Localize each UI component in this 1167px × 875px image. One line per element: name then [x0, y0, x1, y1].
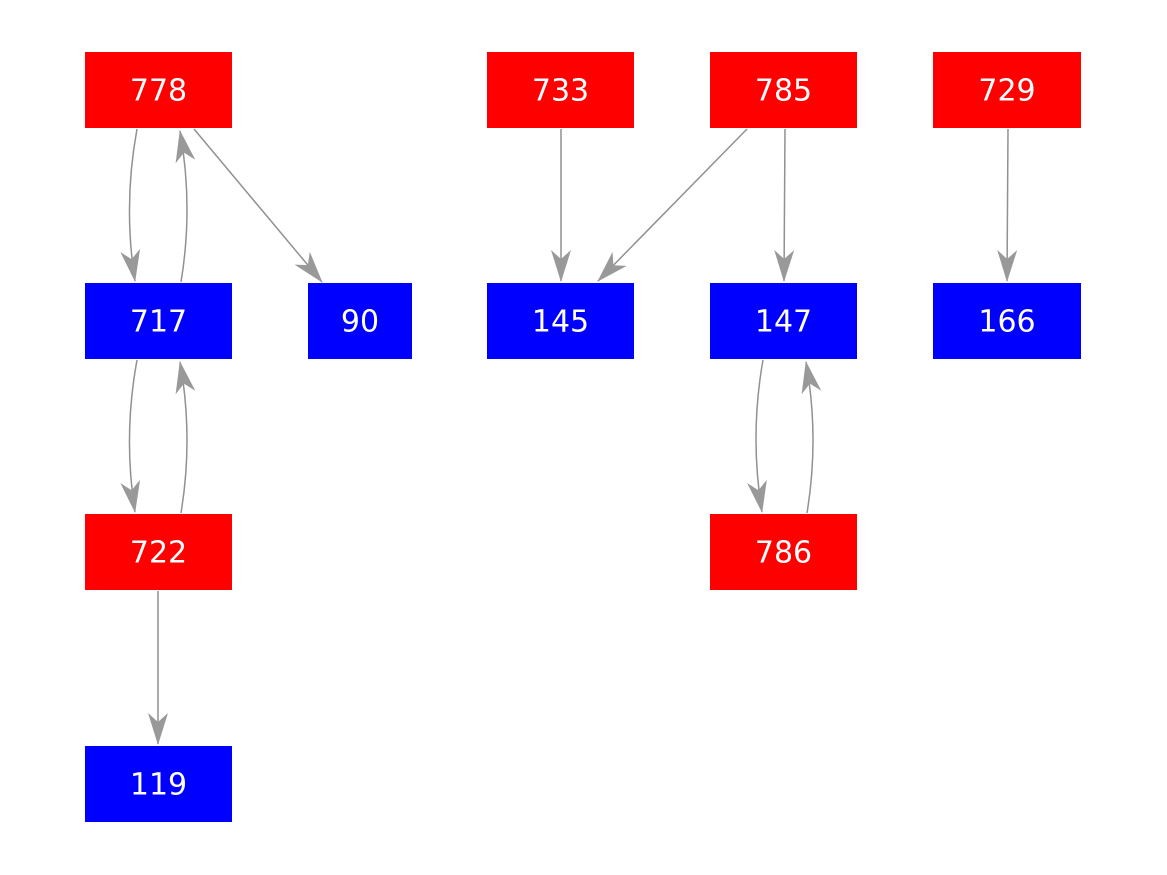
node-box	[487, 283, 634, 359]
edge-729-166	[997, 128, 1018, 282]
node-778: 778	[85, 52, 232, 128]
node-label: 717	[130, 305, 187, 340]
node-147: 147	[710, 283, 857, 359]
node-label: 145	[532, 305, 589, 340]
edge-layer	[120, 128, 1018, 745]
node-box	[933, 52, 1081, 128]
node-box	[710, 283, 857, 359]
node-box	[933, 283, 1081, 359]
node-145: 145	[487, 283, 634, 359]
node-box	[487, 52, 634, 128]
node-label: 119	[130, 768, 187, 803]
node-label: 785	[755, 74, 812, 109]
node-label: 778	[130, 74, 187, 109]
node-729: 729	[933, 52, 1081, 128]
node-box	[710, 514, 857, 590]
node-box	[85, 514, 232, 590]
node-label: 166	[978, 305, 1035, 340]
node-119: 119	[85, 746, 232, 822]
node-166: 166	[933, 283, 1081, 359]
edge-778-90	[193, 128, 323, 283]
node-722: 722	[85, 514, 232, 590]
node-box	[710, 52, 857, 128]
node-label: 90	[341, 305, 379, 340]
edge-147-786	[747, 359, 767, 513]
edge-785-145	[597, 128, 748, 282]
node-box	[308, 283, 412, 359]
node-717: 717	[85, 283, 232, 359]
node-786: 786	[710, 514, 857, 590]
node-label: 147	[755, 305, 812, 340]
edge-722-717	[175, 361, 196, 514]
node-label: 722	[130, 536, 187, 571]
node-layer: 778 733 785 729 717 90 145 147 166 722 786 119	[85, 52, 1081, 822]
node-box	[85, 283, 232, 359]
node-box	[85, 52, 232, 128]
edge-785-147	[774, 128, 795, 282]
node-90: 90	[308, 283, 412, 359]
node-label: 729	[978, 74, 1035, 109]
edge-717-778	[175, 130, 196, 283]
node-box	[85, 746, 232, 822]
edge-786-147	[801, 361, 822, 514]
node-label: 733	[532, 74, 589, 109]
node-label: 786	[755, 536, 812, 571]
edge-778-717	[120, 128, 141, 282]
edge-717-722	[120, 359, 141, 513]
node-785: 785	[710, 52, 857, 128]
node-733: 733	[487, 52, 634, 128]
